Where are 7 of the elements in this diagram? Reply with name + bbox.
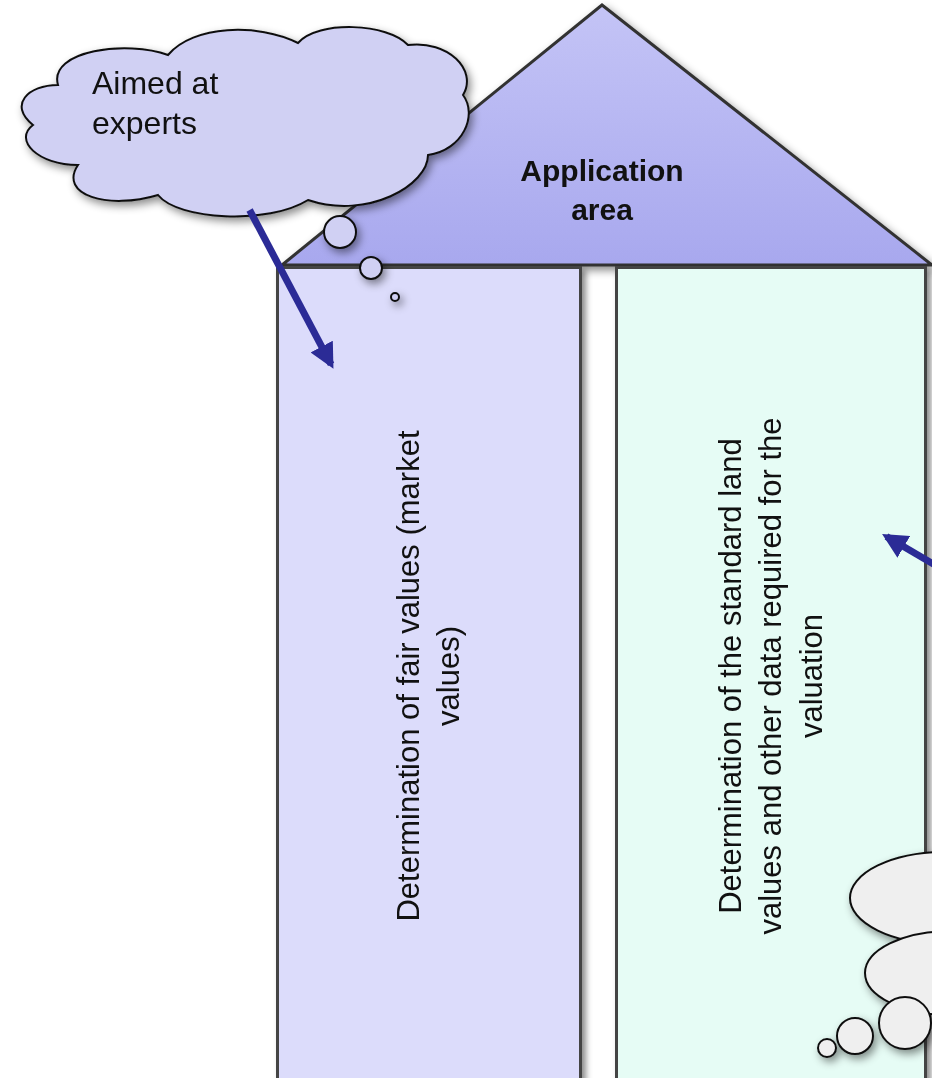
arrow — [246, 208, 335, 369]
pillar-label: Determination of fair values (market values) — [389, 429, 467, 924]
pillar-box — [615, 266, 927, 1078]
roof-label: Application area — [519, 153, 685, 228]
pillar-label: Determination of the standard land values and other data required for the valuation — [711, 416, 830, 937]
pillar-box — [276, 266, 582, 1078]
cloud-label: Aimed at experts — [92, 64, 220, 143]
